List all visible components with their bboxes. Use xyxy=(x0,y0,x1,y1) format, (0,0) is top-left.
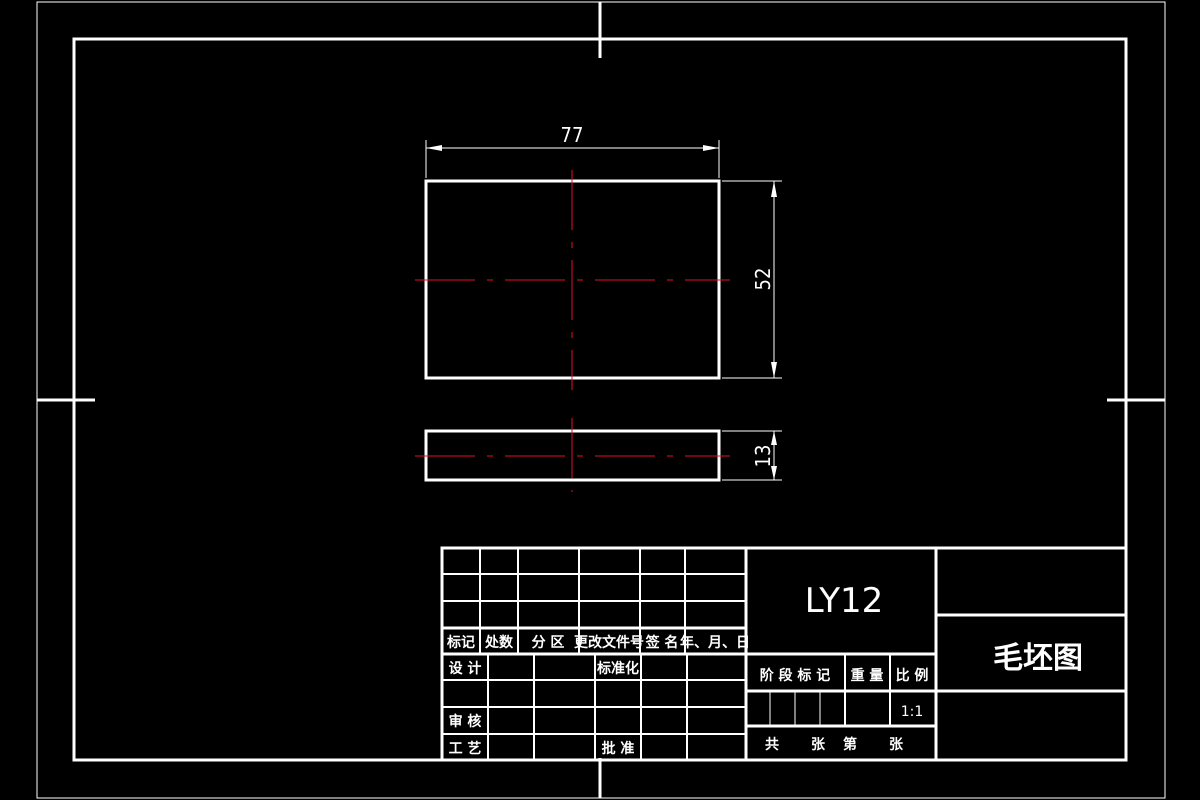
header-change-doc: 更改文件号 xyxy=(574,634,644,651)
sheets-number: 第 xyxy=(843,736,857,753)
dimension-length-label: 77 xyxy=(561,123,584,147)
label-ratio: 比 例 xyxy=(896,667,929,684)
drawing-frame xyxy=(72,37,1128,762)
header-mark: 标记 xyxy=(446,634,475,651)
title-block: LY12 毛坯图 标记 处数 分 区 更改文件号 签 名 年、月、日 设 计 标… xyxy=(440,546,1128,762)
header-count: 处数 xyxy=(484,634,514,651)
material-label: LY12 xyxy=(805,581,883,621)
header-signature: 签 名 xyxy=(645,634,679,651)
label-approve: 批 准 xyxy=(602,740,635,757)
dimension-thickness-label: 13 xyxy=(751,445,775,468)
label-stage-mark: 阶 段 标 记 xyxy=(760,667,831,684)
dimension-length: 77 xyxy=(425,123,720,178)
header-date: 年、月、日 xyxy=(680,634,750,651)
label-review: 审 核 xyxy=(449,713,482,730)
sheets-unit-1: 张 xyxy=(811,737,826,753)
dimension-thickness: 13 xyxy=(722,430,782,481)
label-process: 工 艺 xyxy=(449,740,482,757)
label-weight: 重 量 xyxy=(851,667,884,684)
header-zone: 分 区 xyxy=(532,635,565,651)
sheet-outer-border xyxy=(36,1,1166,799)
label-standardization: 标准化 xyxy=(596,660,639,677)
sheets-unit-2: 张 xyxy=(889,737,904,753)
label-design: 设 计 xyxy=(449,660,482,677)
scale-value: 1:1 xyxy=(901,704,924,720)
dimension-height-label: 52 xyxy=(751,268,775,291)
dimension-height: 52 xyxy=(722,180,782,379)
drawing-title: 毛坯图 xyxy=(993,641,1083,676)
sheets-total: 共 xyxy=(765,736,779,753)
